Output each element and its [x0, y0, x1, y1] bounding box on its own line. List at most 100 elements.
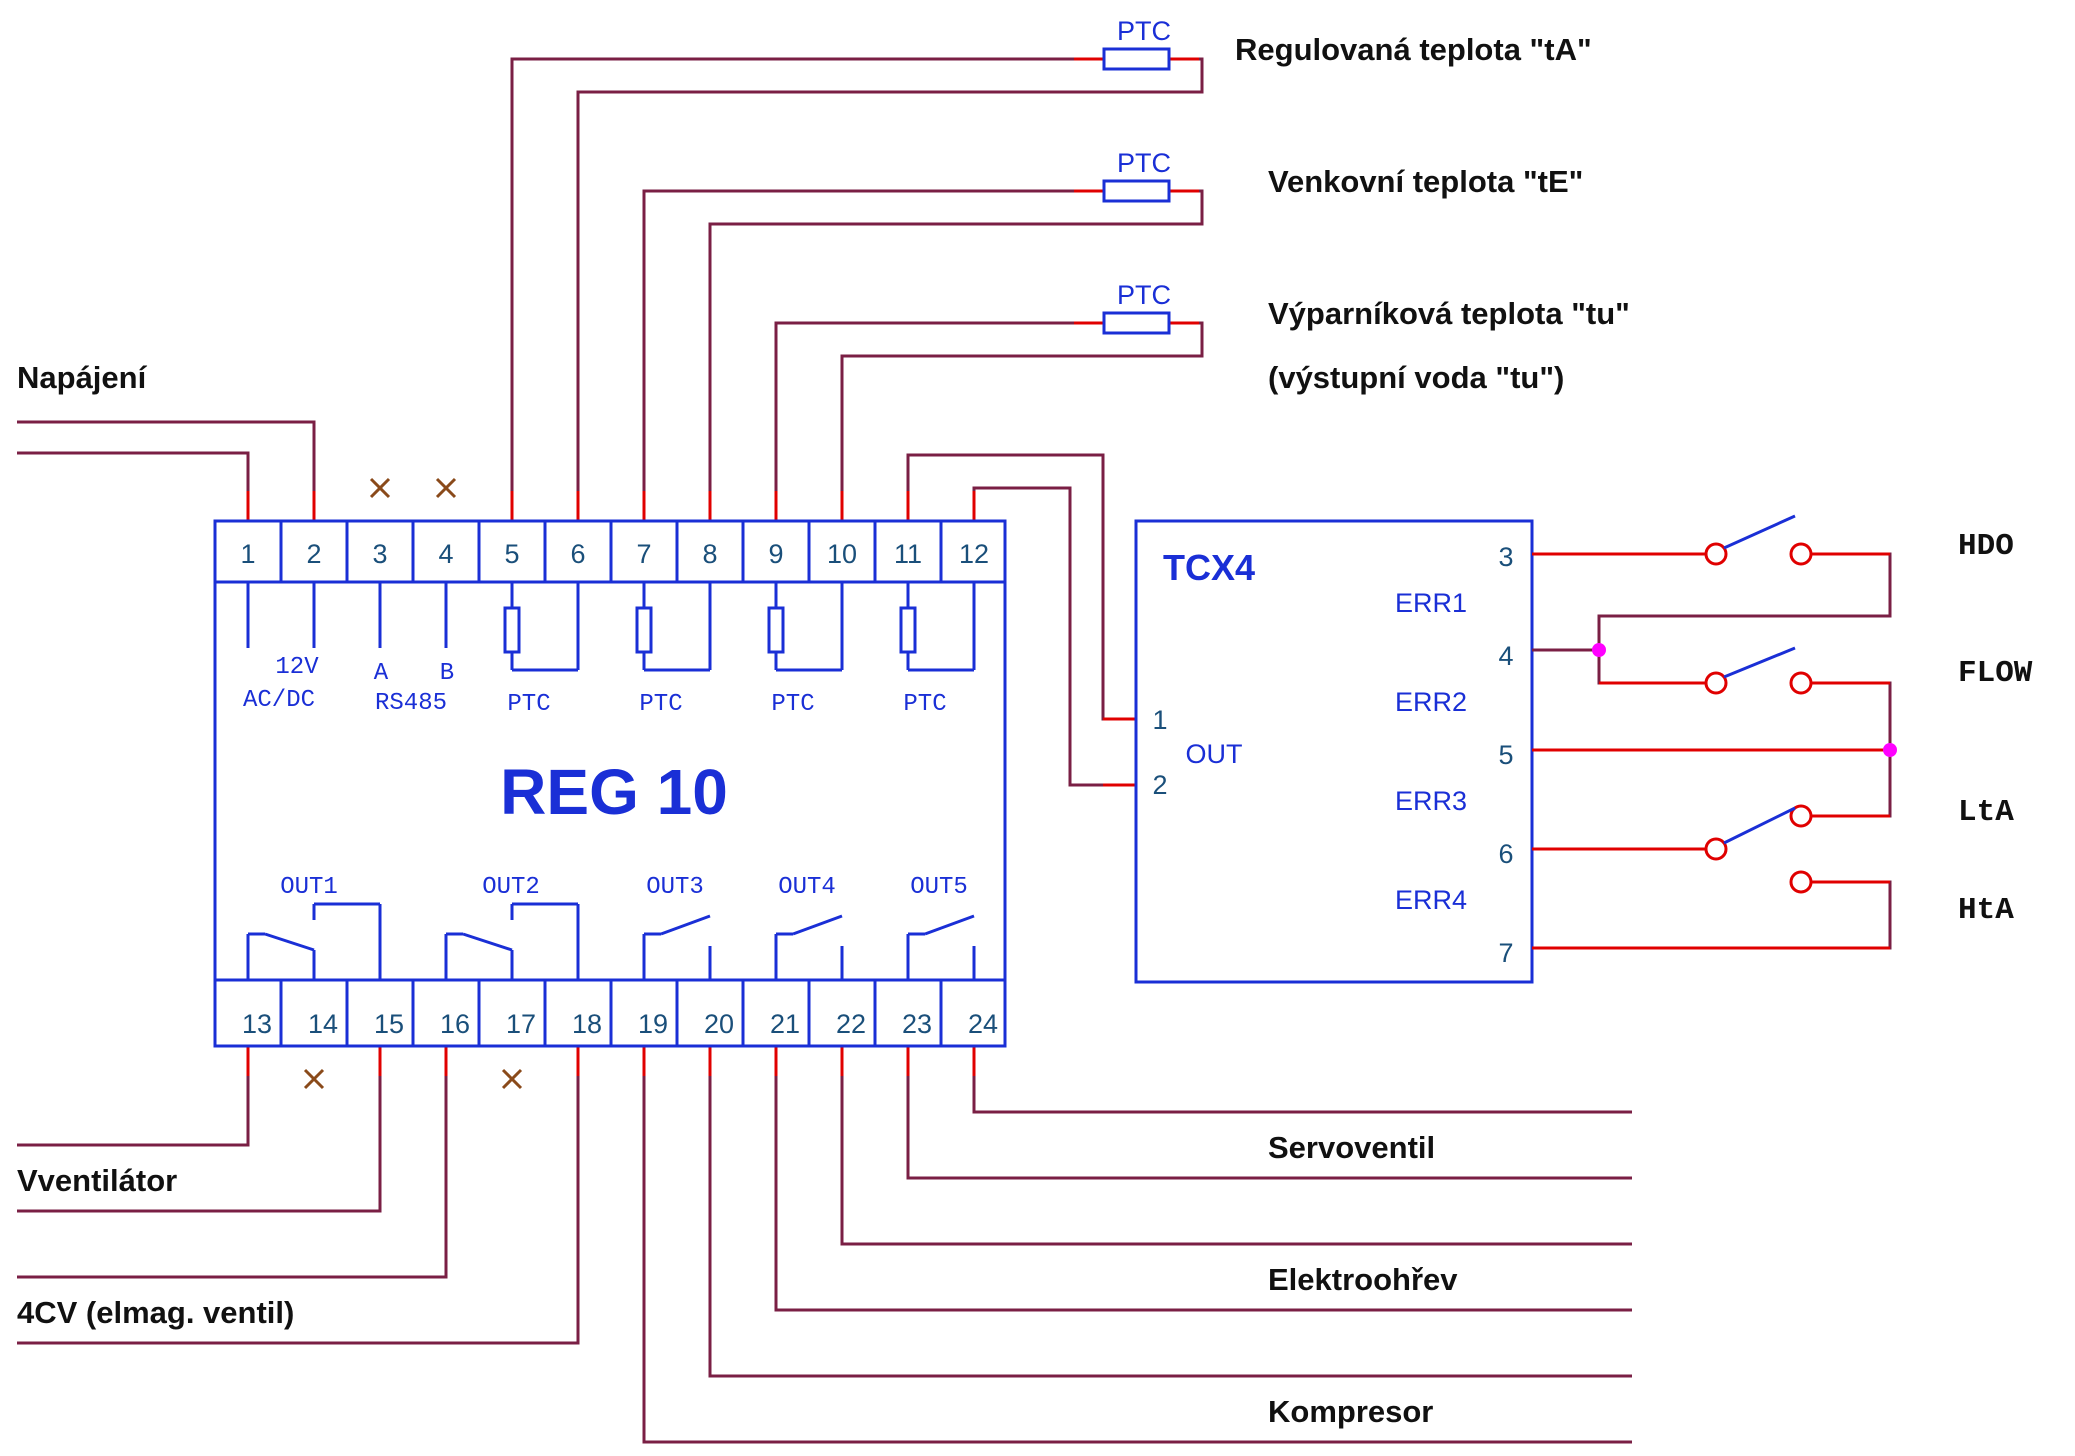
reg10-pin-22: 22 — [836, 1009, 866, 1039]
caption-ventilator: Vventilátor — [17, 1163, 177, 1198]
caption-servoventil: Servoventil — [1268, 1130, 1435, 1165]
sensor-te-wire-a — [642, 189, 1104, 521]
caption-4cv: 4CV (elmag. ventil) — [17, 1295, 294, 1330]
tcx4-pin-5: 5 — [1498, 740, 1513, 770]
junction-pin4 — [1592, 643, 1606, 657]
caption-regulovana-teplota: Regulovaná teplota "tA" — [1235, 32, 1592, 67]
reg10-pin-15: 15 — [374, 1009, 404, 1039]
tcx4-pin-4: 4 — [1498, 641, 1513, 671]
caption-vystupni-voda: (výstupní voda "tu") — [1268, 360, 1564, 395]
supply-wire-1 — [17, 451, 250, 521]
tcx4-title: TCX4 — [1163, 547, 1255, 588]
reg10-pin-24: 24 — [968, 1009, 998, 1039]
tcx4-pin-7: 7 — [1498, 938, 1513, 968]
heater-wire-2 — [774, 1046, 1632, 1312]
reg10-pin-16: 16 — [440, 1009, 470, 1039]
switch-label-hdo: HDO — [1958, 529, 2014, 564]
ptc-sensor-te — [1102, 179, 1171, 203]
tcx4-out-label: OUT — [1186, 739, 1243, 769]
out3-blade — [660, 914, 711, 936]
caption-kompresor: Kompresor — [1268, 1394, 1433, 1429]
flow-contact-b — [1789, 671, 1813, 695]
sensor-resistors: PTC PTC PTC — [1102, 16, 1171, 335]
lta-blade — [1723, 806, 1796, 845]
switch-label-lta: LtA — [1958, 795, 2014, 830]
reg-ptc-label-4: PTC — [903, 691, 946, 718]
flow-in-wire — [1597, 650, 1716, 685]
reg10-pin-4: 4 — [438, 539, 453, 569]
reg10-title: REG 10 — [500, 756, 728, 828]
servo-wire-2 — [906, 1046, 1632, 1180]
out1-blade — [264, 932, 315, 952]
reg10-pin-3: 3 — [372, 539, 387, 569]
reg-ptc-label-3: PTC — [771, 691, 814, 718]
out5-label: OUT5 — [910, 874, 968, 901]
tcx4-out-wire-1 — [906, 453, 1136, 721]
rs485-label: RS485 — [375, 690, 447, 717]
tcx4-switches — [1532, 514, 1897, 950]
tcx4-pin-3: 3 — [1498, 542, 1513, 572]
sensor-ta-wire-b — [576, 57, 1204, 521]
reg-ptc-resistor-4 — [899, 606, 917, 654]
out5-blade — [924, 914, 975, 936]
reg10-pin-20: 20 — [704, 1009, 734, 1039]
reg10-pin-8: 8 — [702, 539, 717, 569]
out2-blade — [462, 932, 513, 952]
reg10-pin-5: 5 — [504, 539, 519, 569]
captions: Regulovaná teplota "tA" Venkovní teplota… — [17, 32, 2033, 1429]
reg10-internals — [246, 582, 976, 980]
reg10-pin-23: 23 — [902, 1009, 932, 1039]
hdo-contact-a — [1704, 542, 1728, 566]
reg10-pin-6: 6 — [570, 539, 585, 569]
tcx4-err4: ERR4 — [1395, 885, 1467, 915]
tcx4-err3: ERR3 — [1395, 786, 1467, 816]
ptc-sensor-tu — [1102, 311, 1171, 335]
flow-blade — [1723, 646, 1796, 679]
no-connect-b-0 — [369, 477, 391, 499]
tcx4-err1: ERR1 — [1395, 588, 1467, 618]
reg-ptc-label-2: PTC — [639, 691, 682, 718]
reg-ptc-resistor-1 — [503, 606, 521, 654]
reg10-pin-19: 19 — [638, 1009, 668, 1039]
no-connect-b-1 — [435, 477, 457, 499]
reg10-pin-18: 18 — [572, 1009, 602, 1039]
reg10-pin-11: 11 — [894, 539, 922, 569]
caption-napajeni: Napájení — [17, 360, 148, 395]
flow-out-wire — [1811, 681, 1892, 750]
tcx4-pin-1: 1 — [1152, 705, 1167, 735]
supply-label-12v: 12V — [275, 654, 319, 681]
tcx4-module: TCX4 3 4 5 6 7 1 2 OUT ERR1 ERR2 ERR3 ER… — [1134, 519, 1534, 984]
sensor-tu-wire-b — [840, 321, 1204, 521]
pin-stubs — [246, 57, 1199, 1090]
supply-label-acdc: AC/DC — [243, 687, 315, 714]
reg10-pin-21: 21 — [770, 1009, 800, 1039]
reg10-bottom-dividers — [279, 980, 943, 1046]
no-connect-b-2 — [303, 1068, 325, 1090]
heater-wire-1 — [840, 1046, 1632, 1246]
reg10-pin-7: 7 — [636, 539, 651, 569]
wires — [17, 57, 1632, 1444]
hdo-blade — [1723, 514, 1796, 550]
compressor-wire-1 — [708, 1046, 1632, 1378]
supply-wire-2 — [17, 420, 316, 521]
hta-wire — [1532, 880, 1892, 950]
lta-contact-a — [1704, 837, 1728, 861]
reg10-pin-9: 9 — [768, 539, 783, 569]
ptc-sensor-ta — [1102, 47, 1171, 71]
reg-ptc-resistor-3 — [767, 606, 785, 654]
sensor-ta-wire-a — [510, 57, 1104, 521]
fan-wire — [17, 1046, 250, 1147]
hdo-out-wire — [1597, 552, 1892, 650]
hta-contact — [1789, 870, 1813, 894]
tcx4-err2: ERR2 — [1395, 687, 1467, 717]
sensor-tu-wire-a — [774, 321, 1104, 521]
sensor-ptc-label-ta: PTC — [1117, 16, 1171, 46]
sensor-ptc-label-tu: PTC — [1117, 280, 1171, 310]
switch-label-hta: HtA — [1958, 893, 2014, 928]
sensor-ptc-label-te: PTC — [1117, 148, 1171, 178]
reg10-pin-10: 10 — [827, 539, 857, 569]
